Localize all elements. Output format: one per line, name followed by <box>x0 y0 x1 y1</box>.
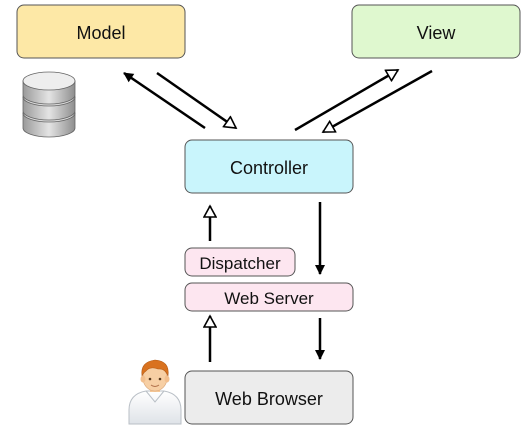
arrow-model-to-controller <box>156 71 236 130</box>
user-icon <box>128 359 182 425</box>
controller-label: Controller <box>230 158 308 178</box>
controller-node: Controller <box>184 139 354 194</box>
arrow-view-to-controller <box>323 69 433 134</box>
view-label: View <box>417 23 457 43</box>
arrow-controller-to-view <box>294 68 398 132</box>
web-server-label: Web Server <box>224 289 314 308</box>
web-browser-label: Web Browser <box>215 389 323 409</box>
arrow-controller-to-model <box>123 71 206 130</box>
web-browser-node: Web Browser <box>184 370 354 425</box>
view-node: View <box>351 4 521 59</box>
dispatcher-node: Dispatcher <box>184 247 296 277</box>
dispatcher-label: Dispatcher <box>199 254 281 273</box>
web-server-node: Web Server <box>184 282 354 312</box>
database-icon <box>22 71 76 138</box>
model-label: Model <box>76 23 125 43</box>
model-node: Model <box>16 4 186 59</box>
